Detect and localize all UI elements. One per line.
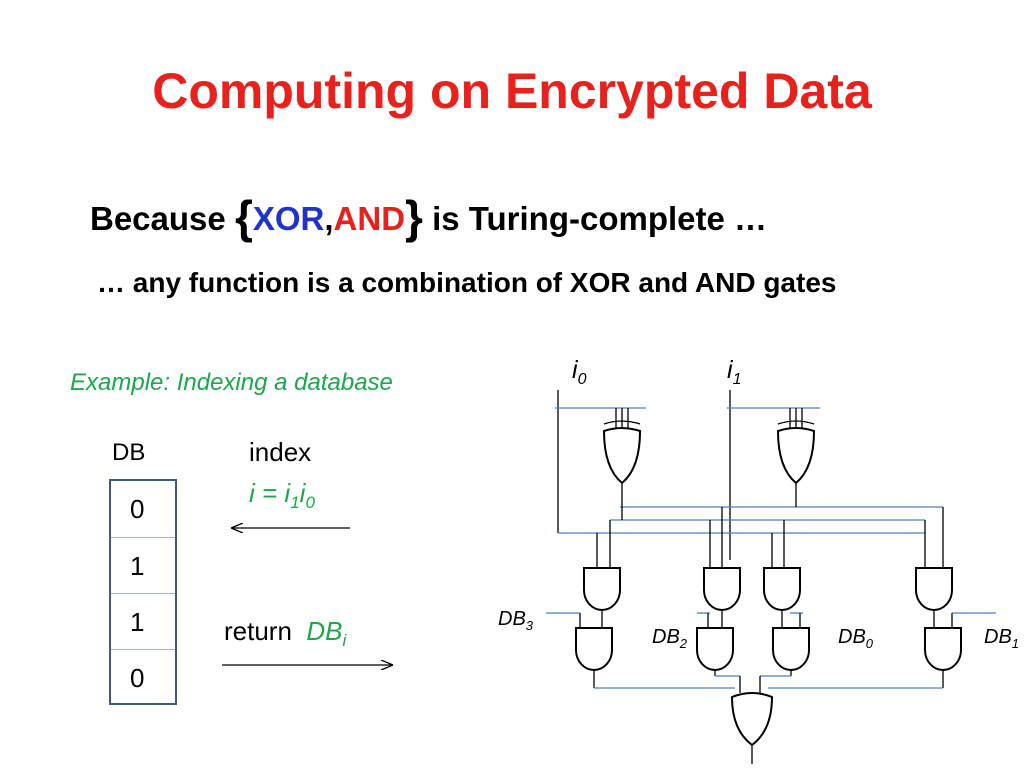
- and-gate: [763, 567, 801, 611]
- sub-statement: … any function is a combination of XOR a…: [97, 267, 837, 298]
- and-gate: [696, 627, 734, 671]
- db1-label: DB1: [984, 626, 1019, 651]
- or-input-wires: [593, 670, 944, 693]
- xor-gate: [776, 420, 816, 507]
- index-label: index: [249, 437, 312, 467]
- and-gate: [924, 627, 962, 671]
- and-gate: [583, 567, 621, 611]
- formula-sub0: 0: [305, 493, 315, 513]
- index-formula: i = i1i0: [249, 478, 315, 513]
- db-cell: 0: [111, 649, 175, 705]
- db3-label: DB3: [498, 608, 534, 633]
- example-label: Example: Indexing a database: [70, 369, 393, 396]
- or-gate: [730, 692, 774, 747]
- return-word: return: [224, 616, 292, 646]
- and-gate: [915, 567, 953, 611]
- return-var: DB: [306, 616, 343, 646]
- xor-gate: [602, 420, 642, 520]
- db-label: DB: [112, 439, 146, 466]
- db-cell: 1: [111, 593, 175, 649]
- and-term: AND: [333, 200, 406, 237]
- statement-suffix: is Turing-complete …: [422, 200, 768, 237]
- statement-prefix: Because: [90, 200, 235, 237]
- input-label-i0: i0: [572, 356, 587, 388]
- and-gate: [575, 627, 613, 671]
- return-statement: return DBi: [224, 616, 346, 651]
- input-wires: [555, 390, 943, 560]
- db-cell: 0: [130, 494, 145, 524]
- xor-term: XOR: [252, 200, 325, 237]
- slide-title: Computing on Encrypted Data: [152, 63, 872, 119]
- formula-mid: i: [299, 478, 306, 508]
- formula-lhs: i = i: [249, 478, 291, 508]
- db-cell: 1: [111, 537, 175, 593]
- formula-sub1: 1: [290, 493, 300, 513]
- db2-label: DB2: [652, 626, 688, 651]
- and-gate: [772, 627, 810, 671]
- gate-input-wires: [596, 507, 944, 568]
- return-var-sub: i: [342, 631, 347, 651]
- statement-line: Because {XOR,AND} is Turing-complete …: [90, 190, 767, 244]
- comma: ,: [324, 200, 334, 237]
- db-table: 0 1 1 0: [109, 479, 177, 705]
- db0-label: DB0: [838, 626, 874, 651]
- db-input-wires: [546, 610, 996, 628]
- input-label-i1: i1: [727, 356, 741, 388]
- close-brace: }: [405, 191, 423, 243]
- and-gate: [703, 567, 741, 611]
- open-brace: {: [234, 191, 253, 243]
